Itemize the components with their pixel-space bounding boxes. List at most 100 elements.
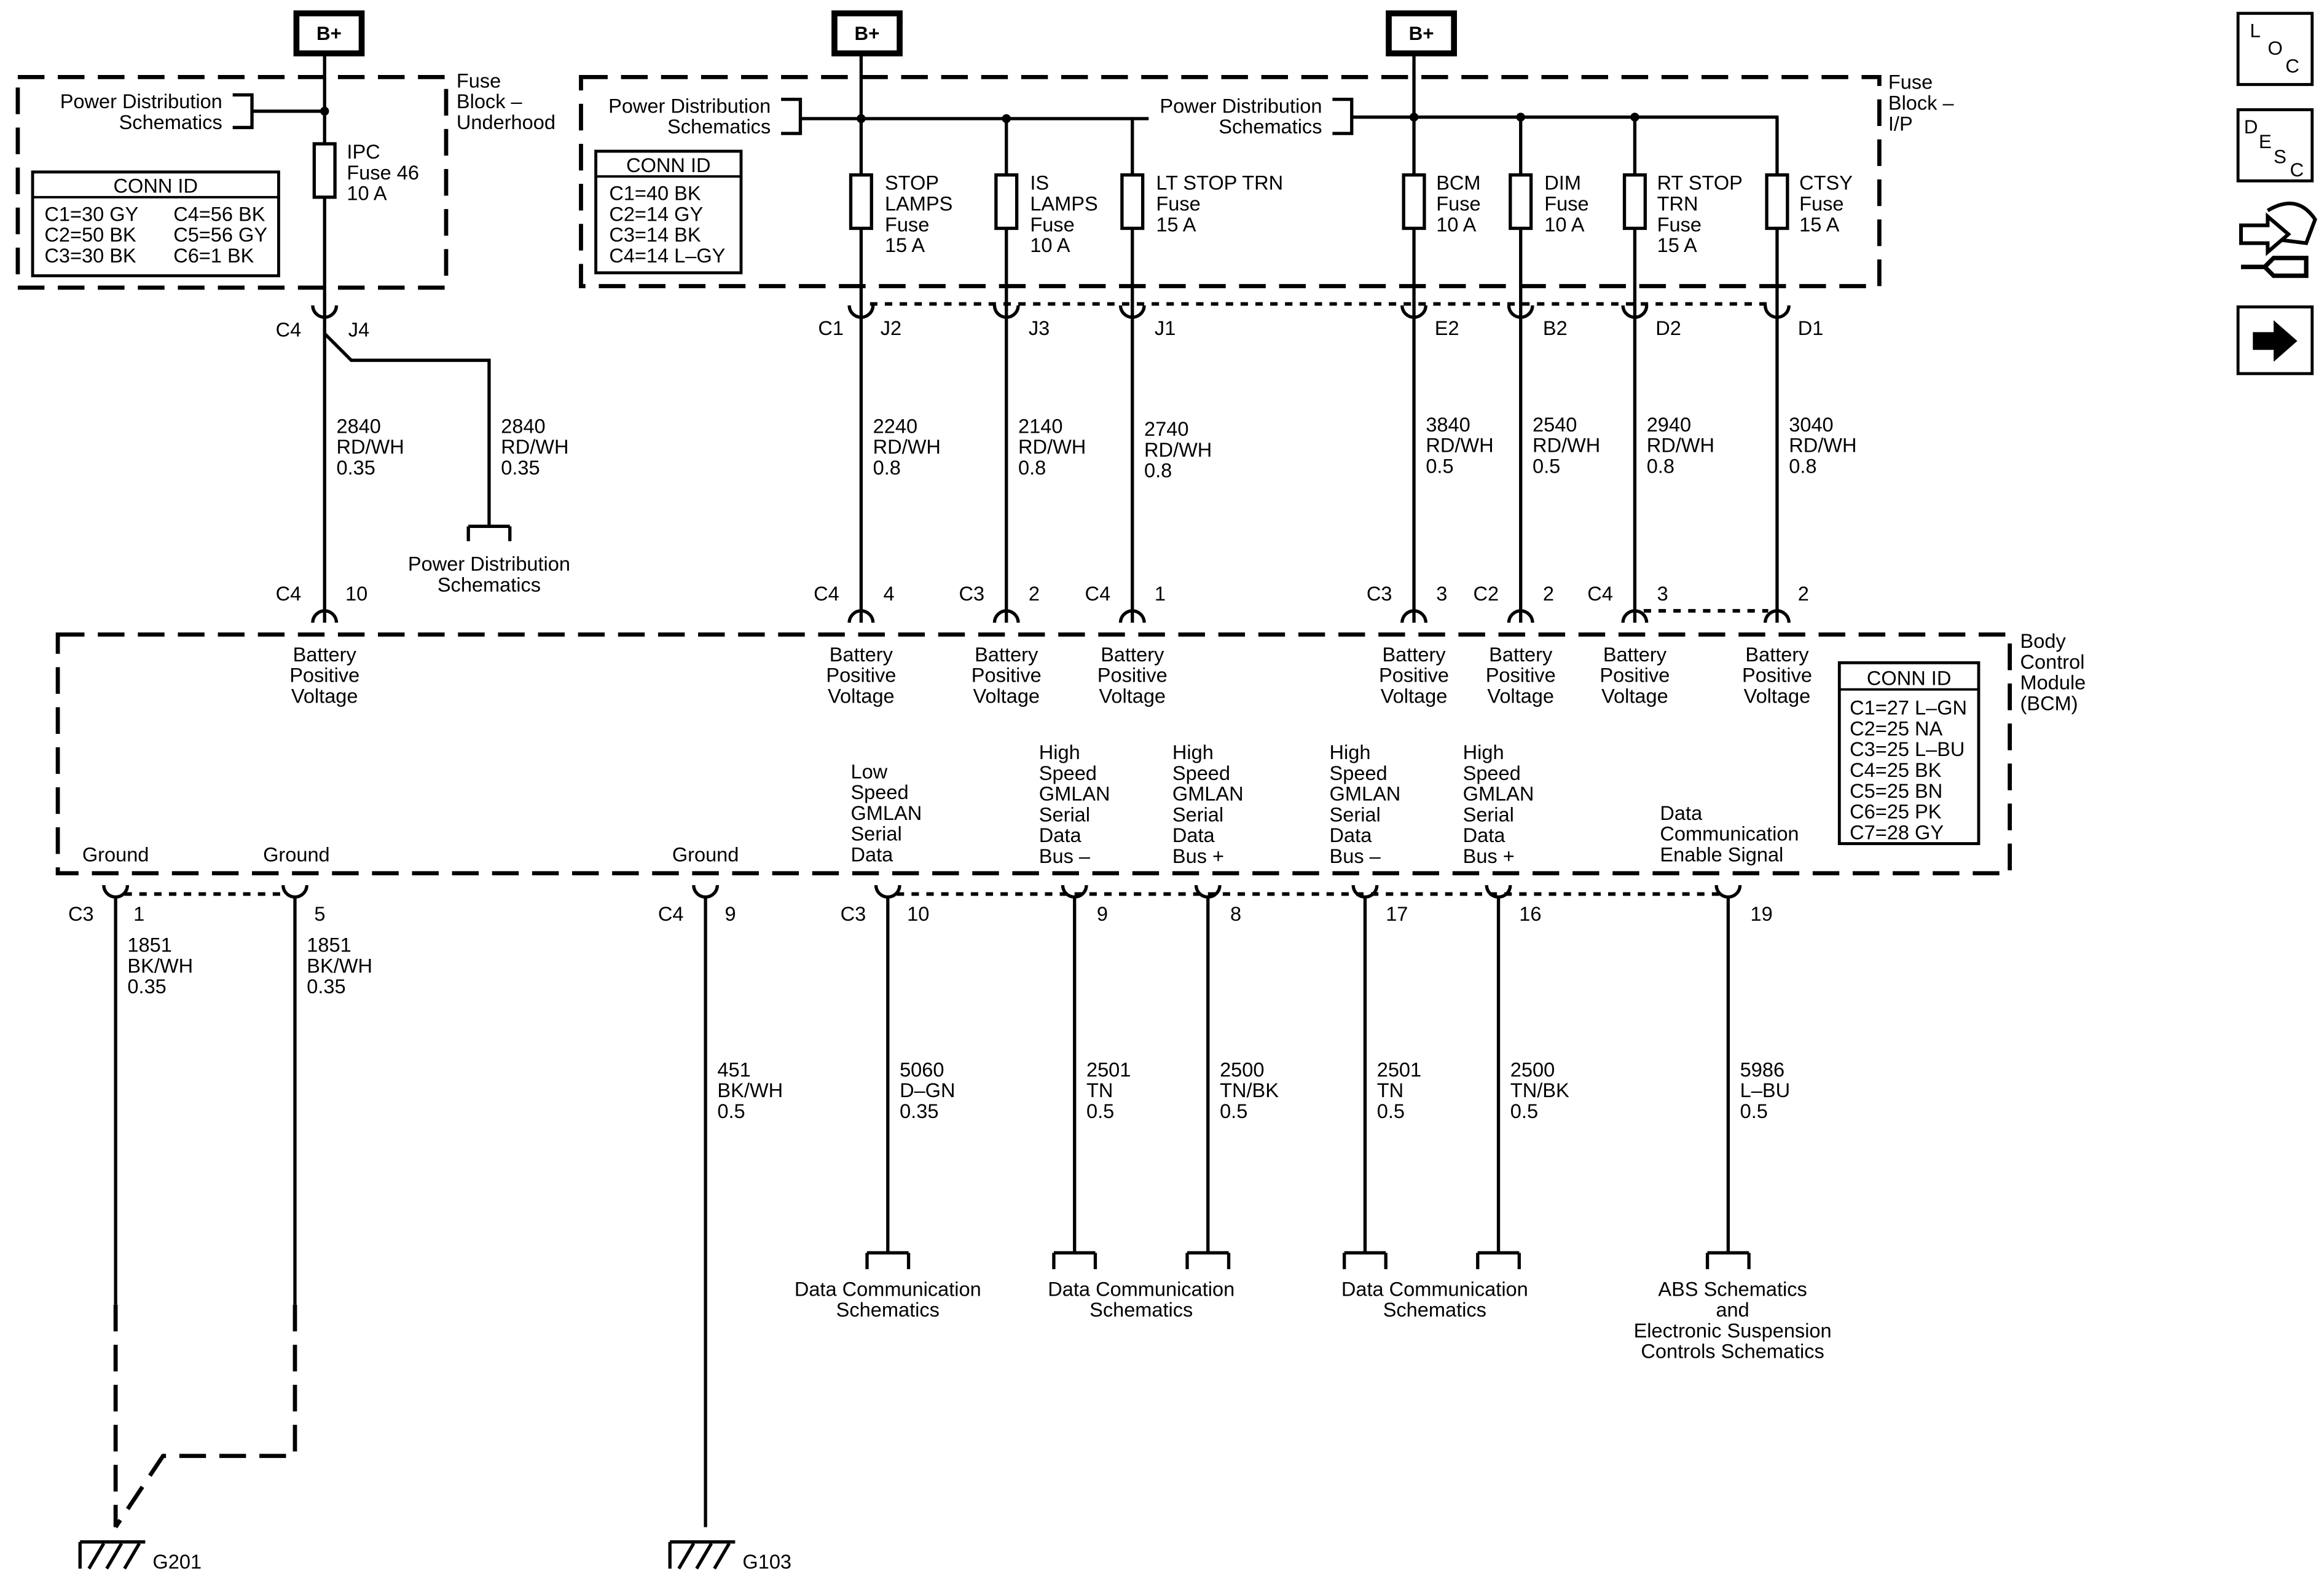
connector-wrench-icon[interactable] bbox=[2239, 201, 2317, 278]
high-speed-gmlan-minus-label: High Speed GMLAN Serial Data Bus – bbox=[1330, 741, 1401, 867]
svg-text:D–GN: D–GN bbox=[900, 1079, 955, 1101]
svg-text:Ground: Ground bbox=[672, 843, 739, 865]
svg-text:9: 9 bbox=[724, 903, 736, 925]
connector-links bbox=[124, 302, 1773, 896]
svg-text:C4: C4 bbox=[658, 903, 684, 925]
svg-text:J4: J4 bbox=[348, 319, 369, 341]
battery-positive-terminal: B+ bbox=[293, 10, 365, 57]
low-speed-gmlan-label: Low Speed GMLAN Serial Data bbox=[850, 760, 922, 865]
conn-id-table-underhood: CONN ID C1=30 GY C2=50 BK C3=30 BK C4=56… bbox=[31, 170, 280, 278]
svg-text:0.5: 0.5 bbox=[1510, 1100, 1538, 1122]
svg-text:High: High bbox=[1330, 741, 1371, 763]
svg-text:C: C bbox=[2290, 159, 2304, 181]
svg-text:D: D bbox=[2244, 116, 2258, 138]
svg-text:4: 4 bbox=[884, 583, 895, 605]
svg-text:5986: 5986 bbox=[1740, 1058, 1784, 1081]
svg-text:C4: C4 bbox=[1587, 583, 1613, 605]
svg-text:Voltage: Voltage bbox=[1744, 685, 1811, 707]
svg-text:Data Communication: Data Communication bbox=[795, 1278, 981, 1300]
svg-text:3840: 3840 bbox=[1426, 414, 1470, 436]
svg-text:C3=30 BK: C3=30 BK bbox=[44, 245, 136, 267]
svg-text:RD/WH: RD/WH bbox=[1144, 439, 1212, 461]
svg-text:Fuse: Fuse bbox=[1799, 193, 1843, 215]
svg-text:C5=25 BN: C5=25 BN bbox=[1850, 780, 1942, 802]
svg-text:E: E bbox=[2259, 131, 2272, 152]
svg-text:Bus +: Bus + bbox=[1172, 845, 1224, 867]
svg-text:C1=27 L–GN: C1=27 L–GN bbox=[1850, 697, 1967, 719]
svg-text:D2: D2 bbox=[1655, 317, 1681, 339]
svg-text:GMLAN: GMLAN bbox=[1330, 783, 1401, 805]
svg-text:10: 10 bbox=[907, 903, 929, 925]
svg-text:Data: Data bbox=[1463, 824, 1506, 846]
svg-text:0.35: 0.35 bbox=[127, 975, 166, 998]
svg-text:Serial: Serial bbox=[1330, 803, 1381, 825]
svg-text:C6=25 PK: C6=25 PK bbox=[1850, 801, 1942, 823]
description-button[interactable]: D E S C bbox=[2236, 108, 2314, 183]
svg-text:0.5: 0.5 bbox=[1086, 1100, 1114, 1122]
svg-text:0.8: 0.8 bbox=[873, 457, 901, 479]
svg-text:Data Communication: Data Communication bbox=[1341, 1278, 1528, 1300]
svg-text:RT STOP: RT STOP bbox=[1657, 172, 1743, 194]
svg-text:10: 10 bbox=[345, 583, 367, 605]
svg-text:Fuse 46: Fuse 46 bbox=[347, 162, 419, 184]
svg-text:0.5: 0.5 bbox=[1533, 455, 1560, 477]
svg-text:GMLAN: GMLAN bbox=[1463, 783, 1534, 805]
svg-text:TN: TN bbox=[1086, 1079, 1113, 1101]
abs-suspension-reference: ABS Schematics and Electronic Suspension… bbox=[1634, 1278, 1832, 1362]
svg-text:Power Distribution: Power Distribution bbox=[408, 553, 570, 575]
svg-text:16: 16 bbox=[1519, 903, 1541, 925]
svg-text:Voltage: Voltage bbox=[1601, 685, 1668, 707]
svg-text:CONN ID: CONN ID bbox=[1867, 667, 1951, 689]
svg-text:Positive: Positive bbox=[826, 664, 896, 687]
svg-text:Battery: Battery bbox=[1745, 644, 1809, 666]
svg-text:Battery: Battery bbox=[1101, 644, 1164, 666]
svg-text:CONN ID: CONN ID bbox=[114, 175, 198, 197]
svg-text:Power Distribution: Power Distribution bbox=[60, 90, 222, 112]
svg-text:RD/WH: RD/WH bbox=[1533, 435, 1600, 457]
high-speed-gmlan-plus-label: High Speed GMLAN Serial Data Bus + bbox=[1172, 741, 1244, 867]
next-page-button[interactable] bbox=[2236, 305, 2314, 376]
svg-text:2840: 2840 bbox=[337, 415, 381, 437]
svg-text:0.35: 0.35 bbox=[307, 975, 345, 998]
svg-text:Fuse: Fuse bbox=[1888, 71, 1933, 93]
svg-text:C3: C3 bbox=[959, 583, 985, 605]
svg-text:Enable Signal: Enable Signal bbox=[1660, 843, 1783, 865]
connector-symbols bbox=[102, 305, 1791, 899]
power-distribution-reference: Power Distribution Schematics bbox=[408, 553, 570, 596]
svg-text:STOP: STOP bbox=[885, 172, 939, 194]
svg-text:Schematics: Schematics bbox=[438, 573, 541, 596]
svg-text:GMLAN: GMLAN bbox=[1039, 783, 1110, 805]
lower-wires bbox=[113, 897, 1751, 1529]
svg-text:2: 2 bbox=[1543, 583, 1554, 605]
svg-text:0.5: 0.5 bbox=[1740, 1100, 1768, 1122]
fuse-block-pin-labels: C4 J4 C1 J2 J3 J1 E2 B2 D2 D1 bbox=[276, 317, 1824, 341]
svg-text:Schematics: Schematics bbox=[1383, 1299, 1486, 1321]
svg-text:B2: B2 bbox=[1543, 317, 1568, 339]
svg-text:G201: G201 bbox=[152, 1551, 202, 1573]
svg-text:1: 1 bbox=[133, 903, 144, 925]
location-button[interactable]: L O C bbox=[2236, 12, 2314, 86]
svg-text:L–BU: L–BU bbox=[1740, 1079, 1790, 1101]
svg-text:Schematics: Schematics bbox=[667, 116, 771, 138]
svg-text:Positive: Positive bbox=[289, 664, 359, 687]
fuse-block-ip: Fuse Block – I/P Power Distribution Sche… bbox=[579, 53, 1955, 288]
svg-text:C4: C4 bbox=[276, 319, 302, 341]
svg-text:Battery: Battery bbox=[1489, 644, 1553, 666]
svg-text:RD/WH: RD/WH bbox=[1647, 435, 1714, 457]
svg-text:IPC: IPC bbox=[347, 141, 380, 163]
svg-text:Schematics: Schematics bbox=[1219, 116, 1322, 138]
svg-text:Voltage: Voltage bbox=[828, 685, 895, 707]
svg-text:CTSY: CTSY bbox=[1799, 172, 1853, 194]
conn-id-table-bcm: CONN ID C1=27 L–GN C2=25 NA C3=25 L–BU C… bbox=[1837, 661, 1981, 845]
svg-text:RD/WH: RD/WH bbox=[1018, 436, 1086, 458]
svg-text:J1: J1 bbox=[1155, 317, 1176, 339]
